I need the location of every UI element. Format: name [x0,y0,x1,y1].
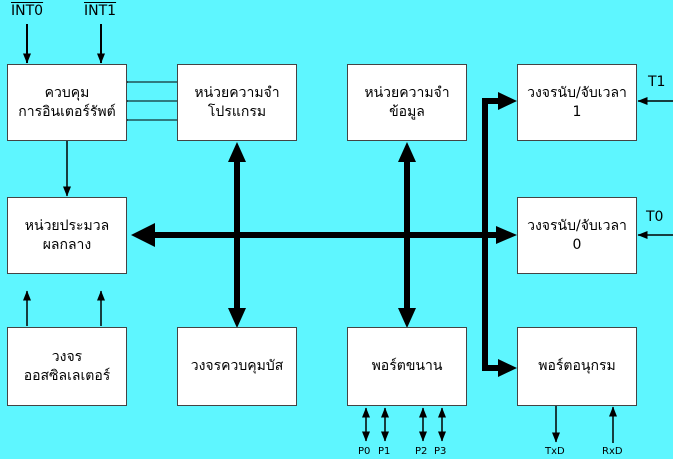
int0-label: INT0 [11,3,44,19]
p2-label: P2 [415,446,428,457]
p1-label: P1 [378,446,391,457]
main-data-bus [131,223,517,247]
oscillator-line-1: วงจร [51,348,83,365]
data-memory-line-1: หน่วยความจำ [364,84,450,101]
program-to-interrupt-arrows [127,82,177,120]
p3-label: P3 [434,446,447,457]
txd-label: TxD [545,446,565,457]
t0-label: T0 [646,209,664,225]
timer0-block: วงจรนับ/จับเวลา 0 [517,197,637,274]
timer0-line-1: วงจรนับ/จับเวลา [527,217,627,234]
timer1-block: วงจรนับ/จับเวลา 1 [517,64,637,141]
oscillator-block: วงจร ออสซิลเลเตอร์ [7,327,127,406]
program-memory-bus [228,142,246,328]
interrupt-control-block: ควบคุม การอินเตอร์รัพต์ [7,64,127,141]
interrupt-control-line-2: การอินเตอร์รัพต์ [18,103,116,120]
rxd-label: RxD [602,446,623,457]
int1-label: INT1 [84,3,117,19]
data-memory-block: หน่วยความจำ ข้อมูล [347,64,467,141]
data-memory-line-2: ข้อมูล [389,103,425,120]
program-memory-line-2: โปรแกรม [207,103,267,120]
parallel-port-line-1: พอร์ตขนาน [371,358,443,374]
port-pin-arrows [362,407,446,442]
bus-control-line-1: วงจรควบคุมบัส [190,358,284,374]
timer1-line-1: วงจรนับ/จับเวลา [527,84,627,101]
peripheral-bus [482,92,517,377]
parallel-port-block: พอร์ตขนาน [347,327,467,406]
bus-control-block: วงจรควบคุมบัส [177,327,297,406]
oscillator-line-2: ออสซิลเลเตอร์ [23,367,111,384]
p0-label: P0 [358,446,371,457]
serial-port-line-1: พอร์ตอนุกรม [538,358,616,374]
cpu-line-1: หน่วยประมวล [24,217,110,234]
cpu-block: หน่วยประมวล ผลกลาง [7,197,127,274]
t1-label: T1 [648,74,666,90]
timer0-line-2: 0 [572,236,582,253]
cpu-line-2: ผลกลาง [42,236,92,253]
timer1-line-2: 1 [572,103,582,120]
interrupt-control-line-1: ควบคุม [44,84,90,101]
data-memory-bus [398,142,416,328]
program-memory-line-1: หน่วยความจำ [194,84,280,101]
program-memory-block: หน่วยความจำ โปรแกรม [177,64,297,141]
serial-port-block: พอร์ตอนุกรม [517,327,637,406]
